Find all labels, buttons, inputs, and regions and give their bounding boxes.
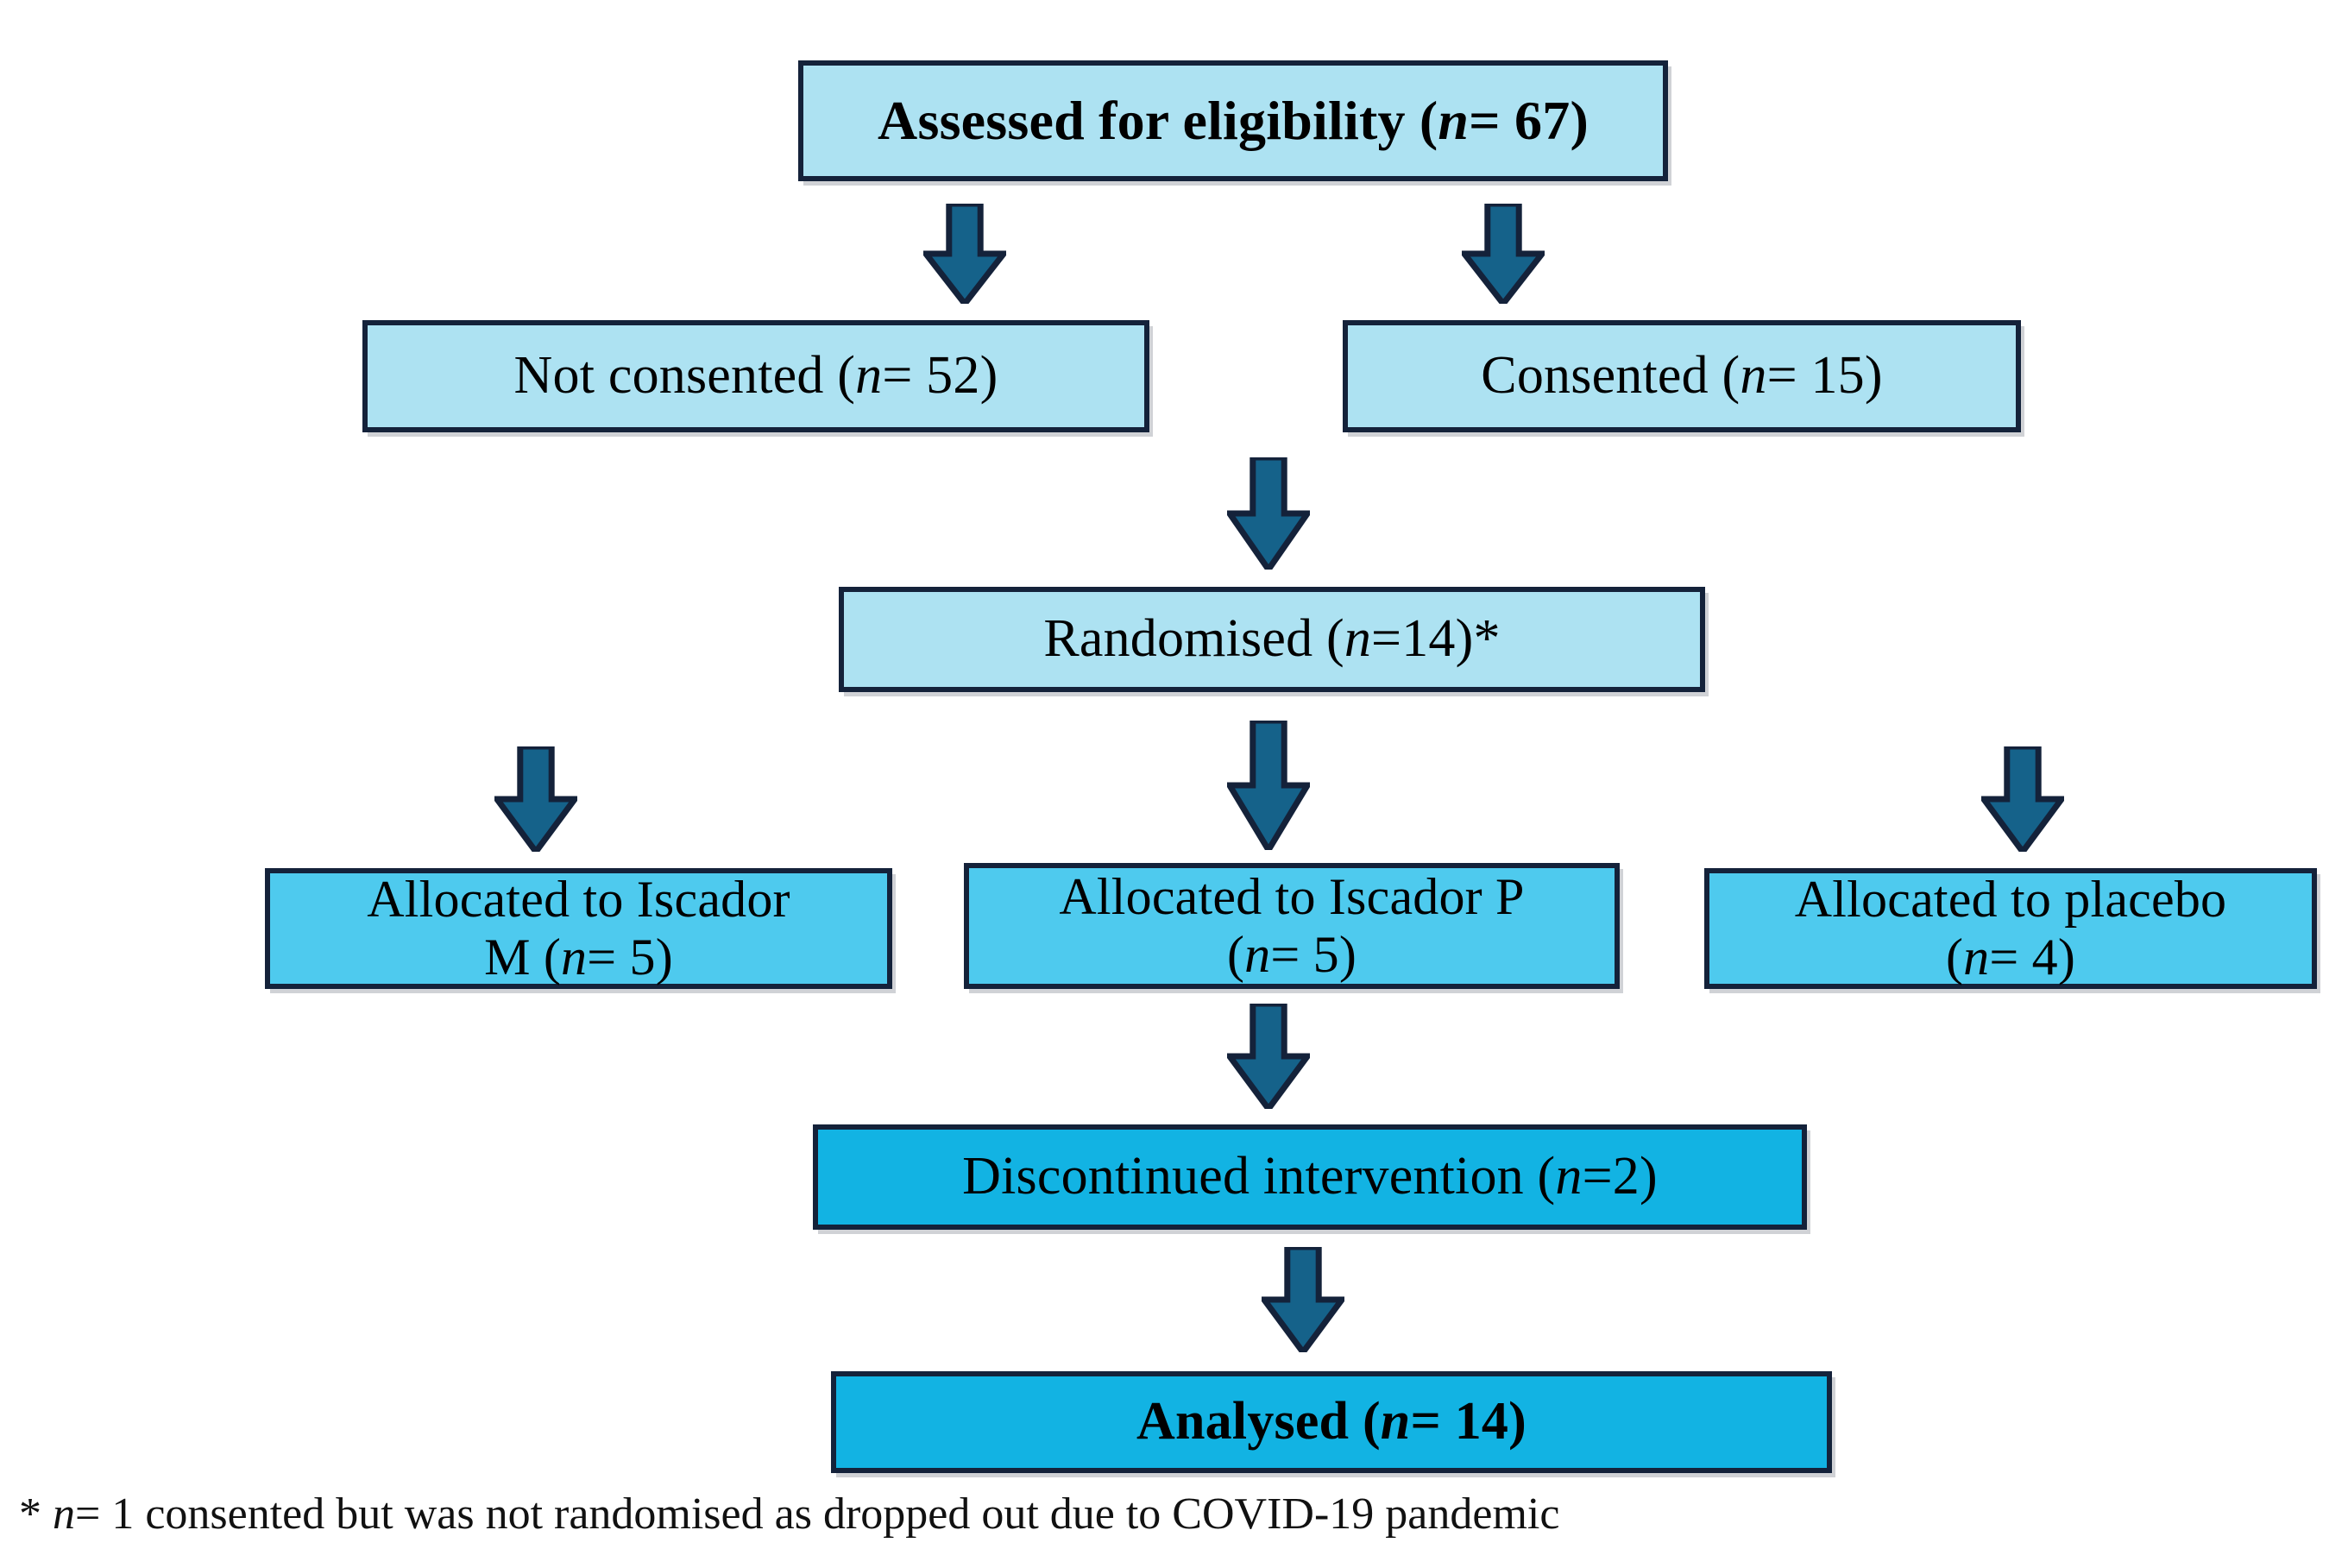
flow-node-label: Discontinued intervention (n=2) [962, 1147, 1658, 1206]
flow-node-not-consented: Not consented (n= 52) [362, 320, 1149, 432]
flow-node-randomised: Randomised (n=14)* [839, 587, 1705, 692]
flow-node-label: Assessed for eligibility (n= 67) [878, 90, 1589, 152]
flow-node-label: Allocated to Iscador P(n= 5) [1059, 867, 1525, 983]
flow-node-label: Randomised (n=14)* [1043, 609, 1501, 669]
footnote-text: * n= 1 consented but was not randomised … [19, 1489, 1560, 1539]
down-arrow-icon [1462, 204, 1545, 304]
down-arrow-icon [1227, 1004, 1310, 1109]
flow-node-label: Consented (n= 15) [1481, 346, 1883, 406]
down-arrow-icon [1981, 746, 2064, 852]
flow-node-label: Analysed (n= 14) [1136, 1392, 1527, 1452]
down-arrow-icon [1227, 457, 1310, 570]
flow-node-label: Not consented (n= 52) [513, 346, 998, 406]
down-arrow-icon [1227, 721, 1310, 850]
flow-node-discontinued: Discontinued intervention (n=2) [813, 1124, 1807, 1230]
down-arrow-icon [923, 204, 1006, 304]
flow-node-label: Allocated to placebo(n= 4) [1794, 870, 2227, 986]
flow-node-allocated-placebo: Allocated to placebo(n= 4) [1704, 868, 2317, 989]
flow-node-consented: Consented (n= 15) [1343, 320, 2021, 432]
flow-node-allocated-iscador-p: Allocated to Iscador P(n= 5) [964, 863, 1620, 989]
flow-node-assessed: Assessed for eligibility (n= 67) [798, 60, 1668, 181]
down-arrow-icon [1262, 1247, 1344, 1352]
flow-node-analysed: Analysed (n= 14) [831, 1371, 1832, 1473]
down-arrow-icon [494, 746, 577, 852]
